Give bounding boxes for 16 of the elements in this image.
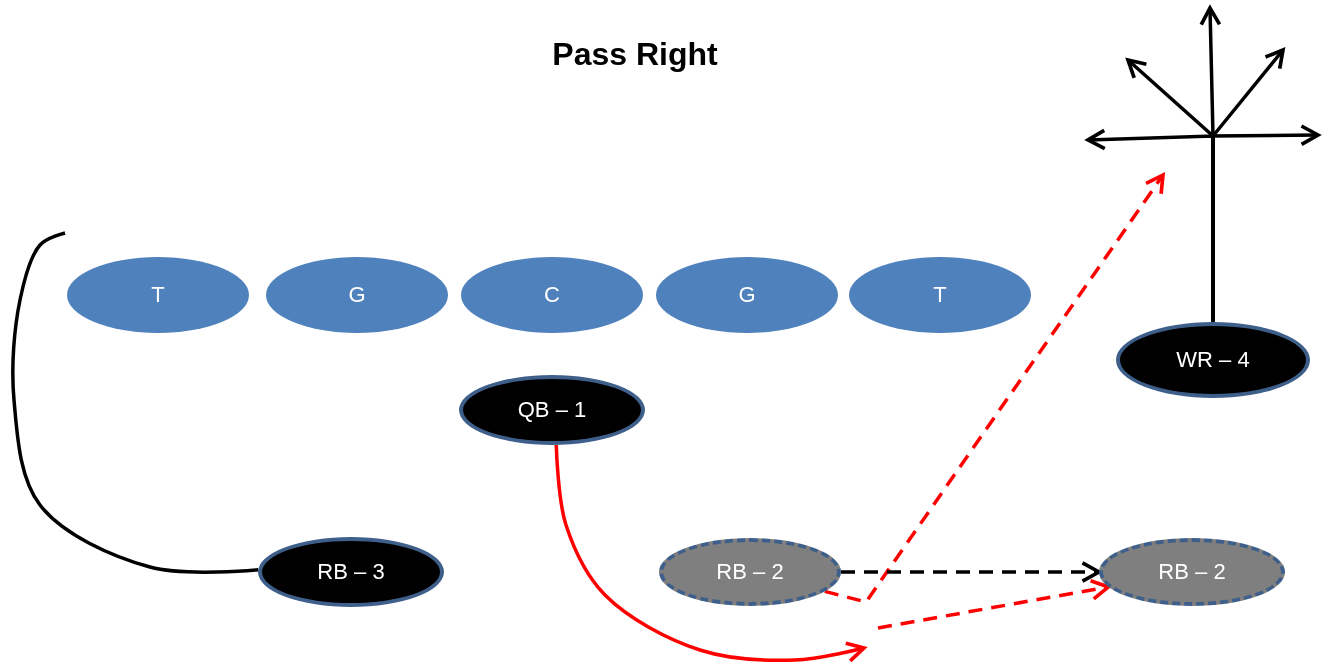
position-label: WR – 4 — [1176, 347, 1250, 373]
route-arrow — [554, 444, 866, 663]
position-label: T — [151, 282, 165, 308]
position-label: G — [738, 282, 756, 308]
position-label: QB – 1 — [517, 397, 587, 423]
position-label: RB – 3 — [317, 559, 385, 585]
route-arrow — [877, 578, 1111, 630]
position-label: C — [544, 282, 560, 308]
position-label: T — [933, 282, 947, 308]
diagram-title: Pass Right — [552, 36, 718, 73]
route-arrow — [1211, 48, 1285, 322]
route-arrow — [841, 561, 1101, 583]
position-label: G — [348, 282, 366, 308]
route-arrow — [824, 173, 1165, 604]
position-label: RB – 2 — [1158, 559, 1226, 585]
position-label: RB – 2 — [716, 559, 784, 585]
